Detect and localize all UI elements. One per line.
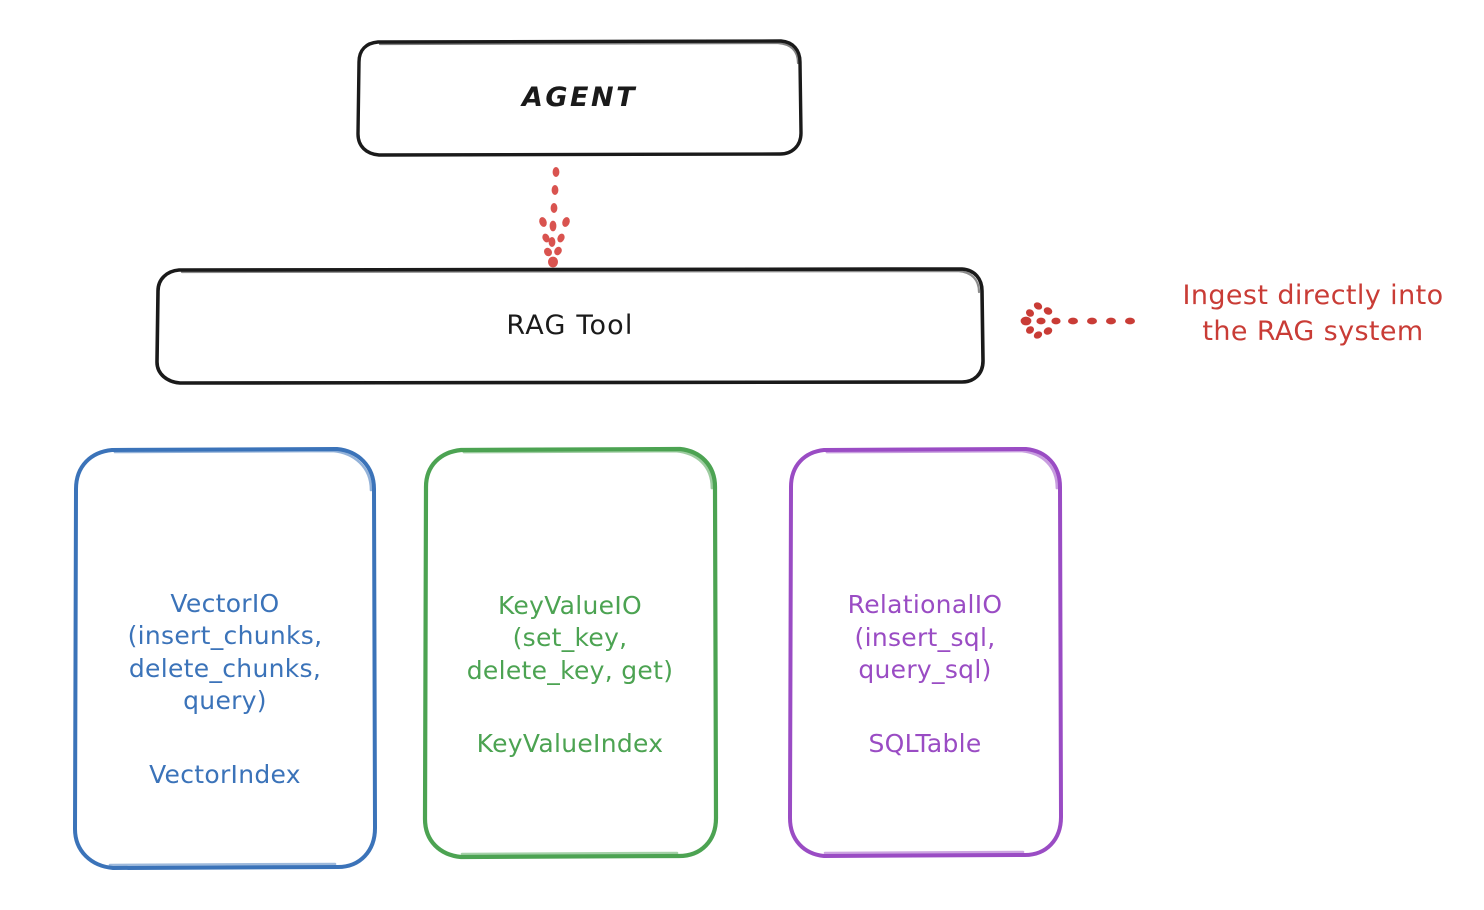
relational-io-box-outline[interactable]: [788, 447, 1063, 858]
key-value-io-label: KeyValueIO (set_key, delete_key, get): [466, 590, 674, 685]
vector-io-box-outline[interactable]: [73, 447, 377, 870]
agent-node[interactable]: AGENT: [358, 41, 801, 155]
vector-io-label: VectorIO (insert_chunks, delete_chunks, …: [127, 588, 323, 716]
vector-index-label: VectorIndex: [149, 759, 301, 789]
key-value-index-label: KeyValueIndex: [476, 729, 664, 759]
vector-io-box-bottom-overlay: [108, 862, 337, 867]
agent-box-outline[interactable]: [356, 39, 803, 157]
rag-tool-label: RAG Tool: [506, 309, 634, 341]
key-value-io-box-outline-overlay: [462, 449, 714, 490]
agent-label: AGENT: [521, 81, 637, 113]
ingest-to-rag-arrow: [1020, 302, 1135, 339]
vector-io-node[interactable]: VectorIO (insert_chunks, delete_chunks, …: [75, 448, 375, 868]
rag-tool-box-outline-overlay: [180, 269, 981, 294]
relational-io-label: RelationalIO (insert_sql, query_sql): [847, 590, 1003, 685]
key-value-io-box-outline[interactable]: [422, 446, 719, 860]
ingest-annotation-text: Ingest directly into the RAG system: [1182, 280, 1444, 348]
sql-table-label: SQLTable: [868, 728, 982, 758]
rag-tool-box-outline[interactable]: [155, 267, 985, 385]
agent-to-rag-arrow: [539, 167, 570, 268]
relational-io-box-bottom-overlay: [823, 850, 1025, 855]
key-value-io-box-bottom-overlay: [460, 851, 679, 856]
rag-tool-node[interactable]: RAG Tool: [157, 269, 983, 383]
relational-io-box-outline-overlay: [825, 449, 1059, 490]
relational-io-node[interactable]: RelationalIO (insert_sql, query_sql) SQL…: [790, 448, 1060, 855]
key-value-io-node[interactable]: KeyValueIO (set_key, delete_key, get) Ke…: [425, 448, 715, 856]
agent-box-outline-overlay: [378, 41, 800, 65]
vector-io-box-outline-overlay: [113, 449, 373, 492]
